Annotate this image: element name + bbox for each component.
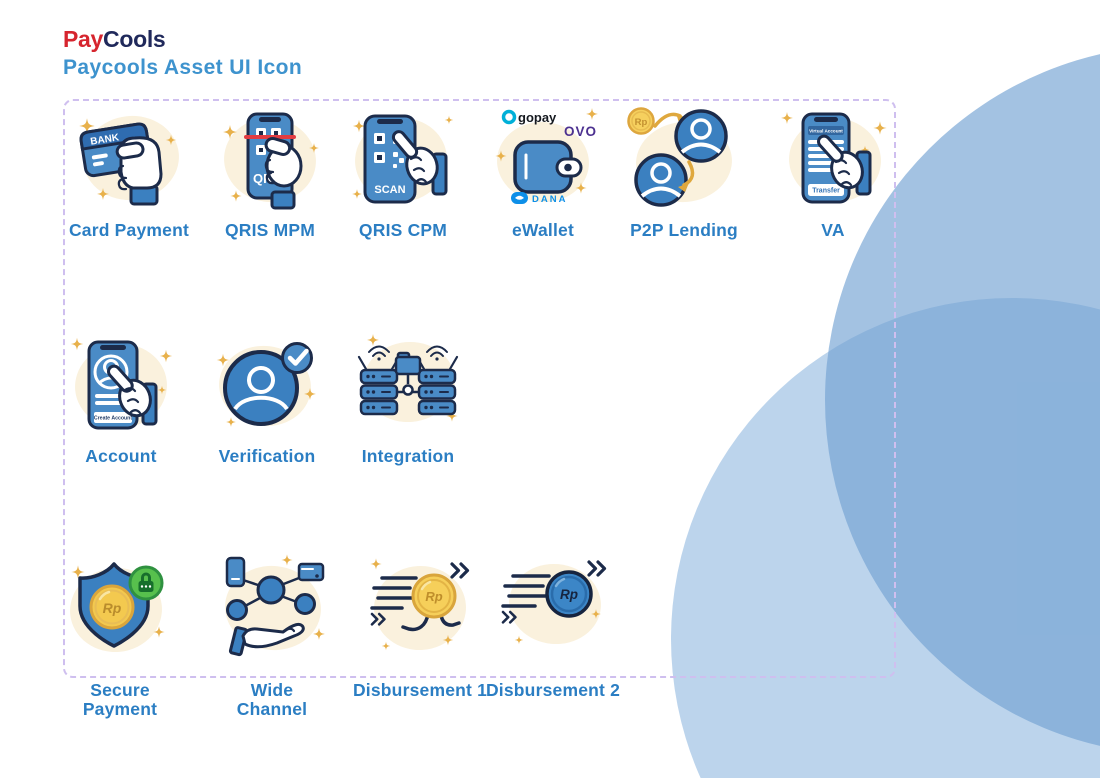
integration-icon (357, 334, 459, 423)
icon-label: Verification (218, 446, 316, 466)
folder-icon (394, 351, 422, 376)
server-stack (415, 345, 459, 416)
icon-label: VA (821, 220, 845, 240)
transfer-button-text: Transfer (812, 188, 840, 195)
coin-rp-text: Rp (635, 117, 648, 128)
icon-label: Wide Channel (236, 680, 308, 719)
icon-label: Secure Payment (82, 680, 158, 719)
icon-tile-disbursement-2: Rp Disbursement 2 (479, 552, 627, 701)
gopay-text: gopay (518, 110, 557, 125)
asset-frame-border (63, 99, 896, 678)
logo-part-pay: Pay (63, 26, 104, 52)
disbursement-1-icon: Rp (370, 558, 470, 651)
check-badge-icon (281, 342, 313, 374)
wide-channel-icon (225, 554, 325, 657)
icon-label: eWallet (511, 220, 575, 240)
scan-text: SCAN (374, 184, 405, 196)
icon-tile-qris-cpm: SCAN QRIS CPM (331, 104, 475, 241)
icon-label: QRIS CPM (358, 220, 448, 240)
hub-node (256, 575, 286, 605)
speed-lines (501, 574, 551, 608)
disbursement-2-icon: Rp (501, 560, 607, 645)
phone-node (225, 556, 246, 588)
va-icon: Virtual Account Transfer (781, 112, 887, 204)
secure-payment-icon: Rp (70, 562, 165, 653)
create-account-button-text: Create Account (94, 416, 132, 422)
icon-label: Disbursement 1 (352, 680, 488, 700)
arrow-left-icon (682, 160, 695, 187)
card-node (297, 562, 325, 582)
qris-cpm-icon: SCAN (352, 114, 454, 204)
page-title: Paycools Asset UI Icon (63, 56, 303, 79)
server-stack (357, 345, 401, 416)
icon-tile-integration: Integration (336, 330, 480, 467)
icon-tile-wide-channel: Wide Channel (200, 552, 344, 720)
icon-tile-qris-mpm: QR QRIS MPM (198, 104, 342, 241)
icon-tile-card-payment: BANK Card Payment (57, 104, 201, 241)
ovo-text: OVO (564, 124, 597, 139)
icon-tile-disbursement-1: Rp Disbursement 1 (346, 552, 494, 701)
dana-text: DANA (532, 194, 567, 205)
lock-badge-icon (128, 565, 164, 601)
icon-label: QRIS MPM (224, 220, 316, 240)
icon-label: Disbursement 2 (485, 680, 621, 700)
icon-tile-ewallet: gopay OVO DANA eWallet (471, 104, 615, 241)
coin-rp-text: Rp (425, 589, 442, 604)
icon-label: Card Payment (68, 220, 190, 240)
paycools-logo: PayCools (63, 26, 166, 53)
icon-label: Integration (361, 446, 455, 466)
icon-tile-p2p-lending: Rp P2P Lending (608, 104, 760, 241)
qris-mpm-icon: QR (223, 112, 319, 210)
icon-tile-va: Virtual Account Transfer VA (761, 104, 905, 241)
icon-tile-verification: Verification (195, 330, 339, 467)
p2p-lending-icon: Rp (627, 107, 732, 207)
verification-icon (216, 342, 316, 427)
icon-tile-secure-payment: Rp Secure Payment (48, 552, 192, 720)
ewallet-icon: gopay OVO DANA (495, 108, 598, 205)
va-header-text: Virtual Account (809, 129, 843, 134)
logo-part-cools: Cools (103, 26, 166, 52)
card-payment-icon: BANK (79, 115, 179, 206)
coin-rp-text: Rp (103, 600, 122, 616)
gopay-logo-icon (501, 109, 517, 125)
speed-lines (370, 576, 418, 610)
icon-label: Account (85, 446, 157, 466)
account-icon: Create Account (70, 337, 173, 430)
coin-rp-text: Rp (560, 587, 578, 602)
bank-card-text: BANK (90, 132, 121, 148)
icon-label: P2P Lending (630, 220, 738, 240)
icon-tile-account: Create Account Account (49, 330, 193, 467)
user-avatar (223, 350, 299, 426)
